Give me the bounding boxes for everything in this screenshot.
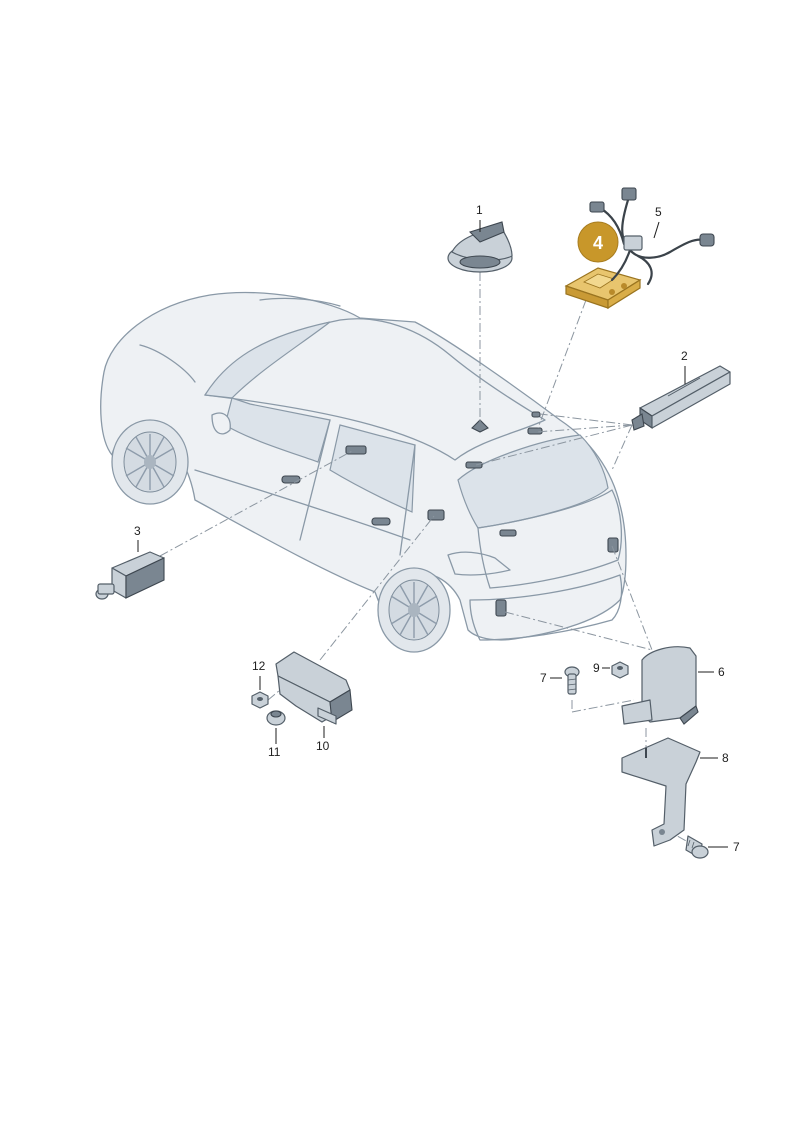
callout-8: 8 [700, 751, 729, 765]
car-tailgate [477, 489, 622, 589]
callout-9: 9 [593, 661, 610, 675]
mount-rear-left [465, 461, 483, 469]
callout-10: 10 [316, 726, 330, 753]
callout-11: 11 [268, 728, 281, 759]
car-illustration [100, 291, 627, 653]
callout-label: 4 [593, 233, 603, 253]
leader-lines [159, 272, 689, 843]
part-6-sensor-unit [621, 646, 699, 725]
part-1-roof-antenna [447, 221, 513, 273]
callout-label: 2 [681, 349, 688, 363]
car-door-handle-rear [371, 517, 391, 526]
car-roof-line [259, 297, 341, 307]
car-beltline [194, 469, 411, 541]
callout-label: 7 [733, 840, 740, 854]
car-hood-line [139, 344, 196, 383]
callout-label: 7 [540, 671, 547, 685]
callout-label: 3 [134, 524, 141, 538]
part-7-screw-lower [685, 835, 709, 859]
callout-label: 8 [722, 751, 729, 765]
callout-label: 11 [268, 745, 281, 759]
callout-label: 12 [252, 659, 266, 673]
callout-7-upper: 7 [540, 671, 562, 685]
callout-3: 3 [134, 524, 141, 552]
callout-label: 5 [655, 205, 662, 219]
mount-rear-top [531, 411, 541, 418]
callout-7-lower: 7 [708, 840, 740, 854]
car-door-handle-front [281, 475, 301, 484]
callout-label: 10 [316, 739, 330, 753]
callout-2: 2 [681, 349, 688, 384]
part-8-mounting-bracket [621, 737, 701, 847]
callout-label: 9 [593, 661, 600, 675]
car-rear-bumper [469, 574, 623, 641]
mount-roof-rear [527, 427, 543, 435]
callout-4-badge: 4 [577, 221, 619, 263]
car-side-mirror [211, 412, 231, 435]
part-10-holder [275, 651, 353, 725]
part-12-nut [251, 691, 269, 709]
car-front-window [224, 397, 331, 463]
car-tail-light [447, 551, 511, 576]
mount-bumper-left [495, 599, 507, 617]
car-rear-wheel [377, 567, 451, 653]
part-4-highlighted-module [564, 267, 642, 310]
part-2-antenna-module [631, 365, 731, 431]
car-front-wheel [111, 419, 189, 505]
callout-12: 12 [252, 659, 266, 690]
mount-interior-rear [427, 509, 445, 521]
mount-interior-front [345, 445, 367, 455]
part-3-control-module [95, 551, 165, 600]
mount-tailgate [499, 529, 517, 537]
callout-5: 5 [653, 205, 662, 239]
part-9-nut [611, 661, 629, 679]
car-rear-glass [457, 434, 609, 529]
callout-label: 1 [476, 203, 483, 217]
part-5-wiring-harness [589, 187, 715, 286]
mount-roof-antenna [471, 419, 489, 433]
callout-1: 1 [476, 203, 483, 232]
mount-bumper-right [607, 537, 619, 553]
callout-label: 6 [718, 665, 725, 679]
part-11-clip [266, 710, 286, 726]
callout-6: 6 [698, 665, 725, 679]
part-7-screw-upper [564, 666, 580, 695]
car-door-seam-front [299, 419, 331, 541]
car-windshield [203, 321, 331, 399]
